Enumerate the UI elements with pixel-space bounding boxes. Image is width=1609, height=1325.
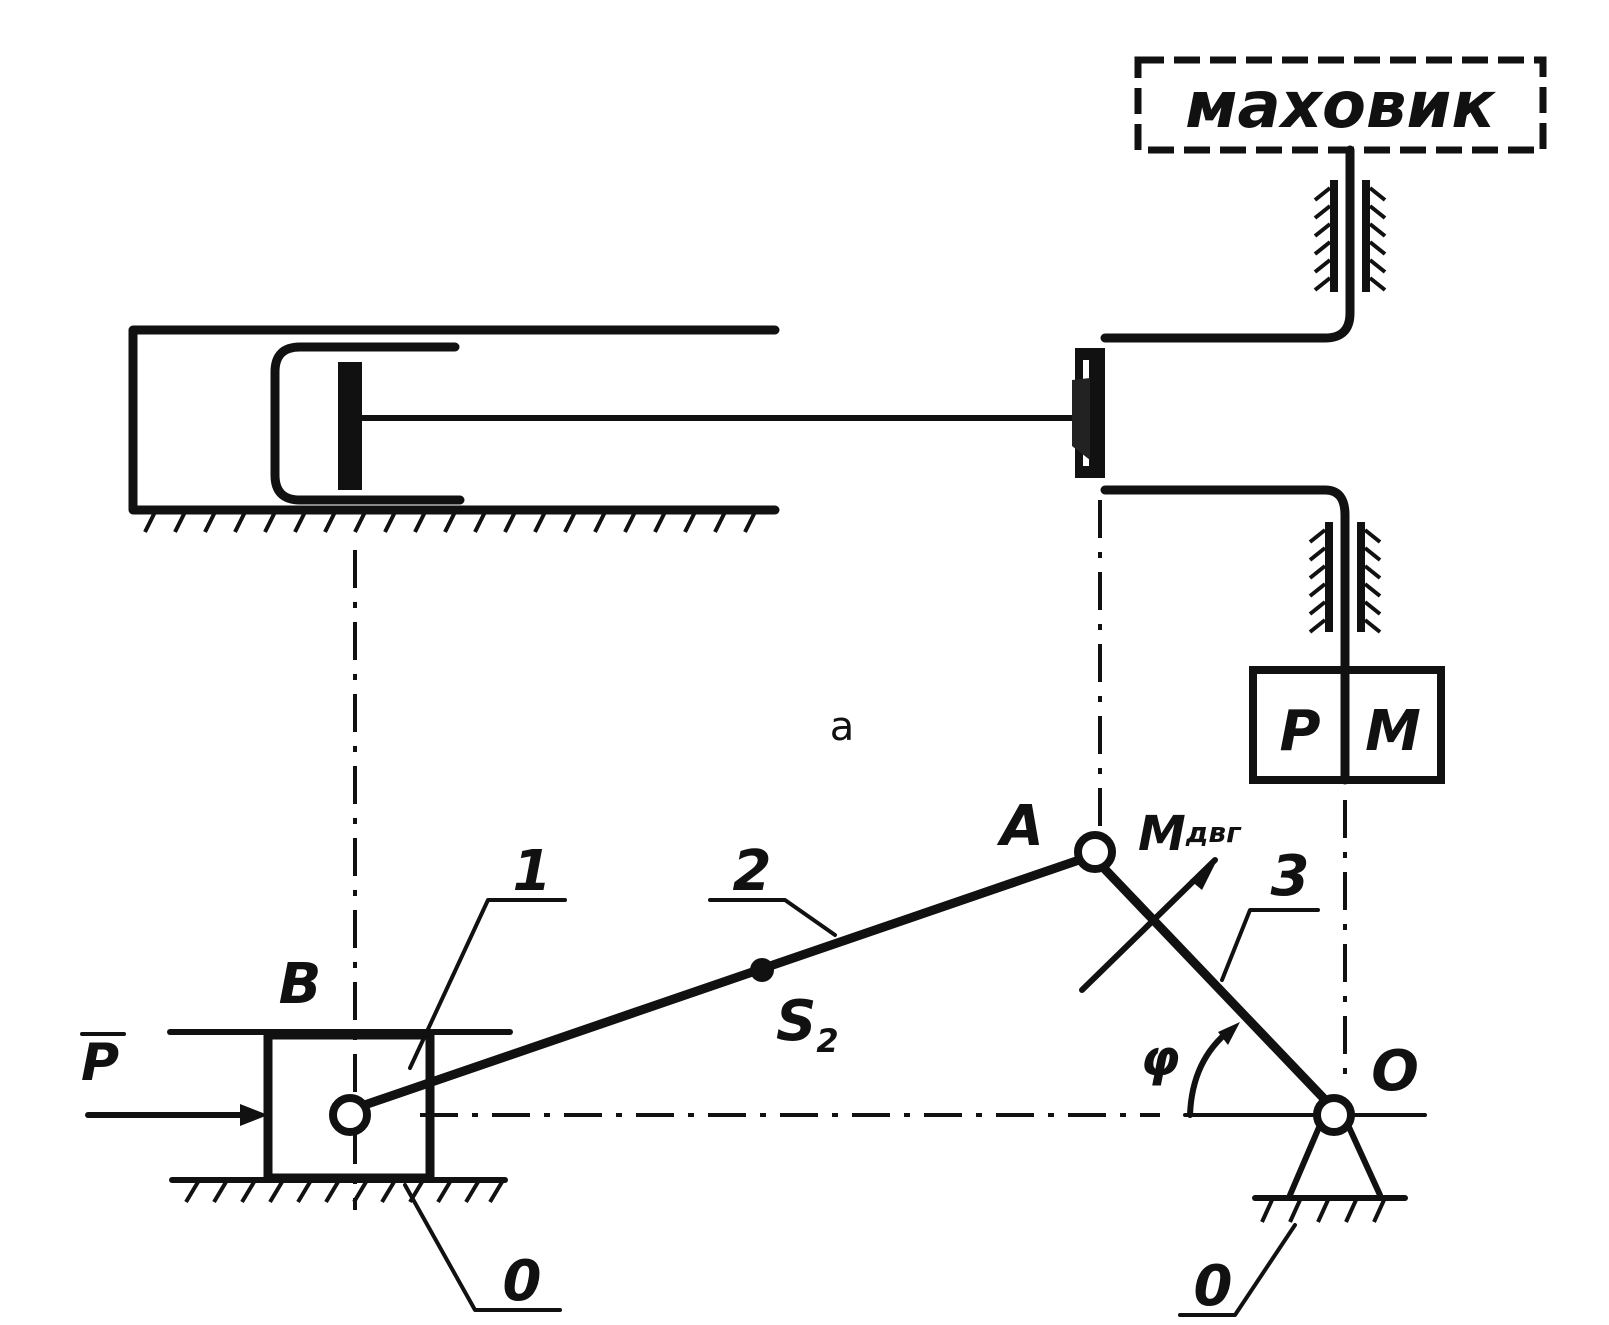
crank [1093,857,1335,1110]
rm-label-left: Р [1279,699,1320,764]
slider-block [263,1030,435,1183]
upper-shaft-bearing [1313,180,1387,292]
angle-arc [1187,1022,1240,1118]
piston [270,342,465,505]
connecting-rod [345,853,1090,1115]
flywheel-label: маховик [1185,69,1496,143]
link-3-label: 3 [1271,844,1310,909]
angle-label: φ [1140,1029,1179,1087]
lower-shaft-bearing [1308,522,1382,634]
rm-box: Р М [1249,665,1445,785]
force-arrow [85,1104,268,1126]
joint-a [1074,831,1116,873]
flywheel-box: маховик [1134,56,1547,154]
moment-label: Mдвг [1138,806,1242,862]
mass-center-label: S2 [776,989,839,1060]
drive-shaft [1100,145,1355,673]
pivot-support-o [1252,1094,1408,1223]
rod-bearing [1072,348,1105,478]
link-2-label: 2 [733,839,772,904]
ground-right-label: 0 [1194,1254,1233,1319]
rm-label-right: М [1365,699,1421,764]
point-b-label: B [279,952,322,1017]
ground-left-label: 0 [503,1249,542,1314]
cylinder-ground-hatching [143,511,757,533]
mass-center-symbol: S [776,989,816,1054]
joint-b [329,1094,371,1136]
figure-label: а [830,704,855,750]
moment-subscript: двг [1185,816,1242,849]
projection-lines [353,500,1427,1210]
point-a-label: A [996,794,1043,859]
point-o-label: O [1371,1039,1419,1104]
mass-center-subscript: 2 [816,1022,838,1060]
force-label: P [81,1033,119,1093]
leader-lines [403,898,1320,1317]
link-1-label: 1 [513,839,552,904]
cylinder [128,325,780,515]
moment-symbol: M [1138,806,1186,862]
moment-indicator [1079,857,1218,993]
